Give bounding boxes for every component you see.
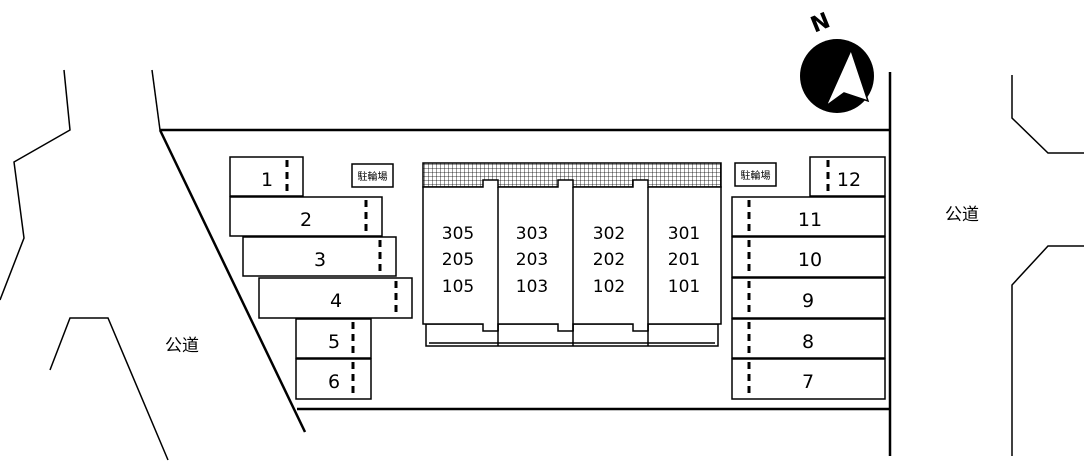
parking-stall-number: 2 xyxy=(300,209,312,231)
parking-stall: 11 xyxy=(731,196,886,237)
unit-column: 302 202 102 xyxy=(593,224,625,297)
bike-parking-label-left: 駐輪場 xyxy=(358,170,388,183)
unit-number: 105 xyxy=(442,277,474,297)
unit-number: 303 xyxy=(516,224,548,244)
parking-stall-number: 12 xyxy=(837,169,861,191)
parking-stall-number: 4 xyxy=(330,290,342,312)
north-compass: N xyxy=(800,8,874,113)
parking-left: 1 2 3 4 5 6 xyxy=(229,156,413,400)
parking-stall-number: 9 xyxy=(802,290,814,312)
parking-stall: 10 xyxy=(731,236,886,278)
parking-stall-number: 6 xyxy=(328,371,340,393)
bike-parking-label-right: 駐輪場 xyxy=(741,169,771,182)
parking-stall: 9 xyxy=(731,277,886,319)
parking-stall-number: 11 xyxy=(798,209,822,231)
bike-parking-right: 駐輪場 xyxy=(734,162,777,187)
unit-column: 303 203 103 xyxy=(516,224,548,297)
parking-stall: 3 xyxy=(242,236,397,277)
unit-number: 102 xyxy=(593,277,625,297)
parking-stall-number: 10 xyxy=(798,249,822,271)
road-label-left: 公道 xyxy=(165,336,199,356)
north-arrow-icon xyxy=(824,47,870,109)
site-boundary xyxy=(158,72,892,456)
parking-stall: 1 xyxy=(229,156,304,197)
unit-column: 305 205 105 xyxy=(442,224,474,297)
unit-number: 103 xyxy=(516,277,548,297)
parking-right: 12 11 10 9 8 7 xyxy=(731,156,886,400)
parking-stall: 8 xyxy=(731,318,886,359)
parking-stall: 2 xyxy=(229,196,383,237)
parking-stall-number: 7 xyxy=(802,371,814,393)
road-outlines xyxy=(0,69,1084,461)
unit-number: 302 xyxy=(593,224,625,244)
parking-stall-number: 1 xyxy=(261,169,273,191)
parking-stall-number: 3 xyxy=(314,249,326,271)
bike-parking-left: 駐輪場 xyxy=(351,163,394,188)
parking-stall: 5 xyxy=(295,318,372,359)
parking-stall-number: 5 xyxy=(328,331,340,353)
north-label: N xyxy=(807,8,833,38)
parking-stall: 7 xyxy=(731,358,886,400)
unit-number: 201 xyxy=(668,250,700,270)
parking-stall-number: 8 xyxy=(802,331,814,353)
unit-number: 203 xyxy=(516,250,548,270)
unit-number: 101 xyxy=(668,277,700,297)
parking-stall: 12 xyxy=(809,156,886,197)
parking-stall: 4 xyxy=(258,277,413,319)
unit-number: 301 xyxy=(668,224,700,244)
unit-number: 205 xyxy=(442,250,474,270)
unit-number: 305 xyxy=(442,224,474,244)
parking-stall: 6 xyxy=(295,358,372,400)
unit-number: 202 xyxy=(593,250,625,270)
unit-column: 301 201 101 xyxy=(668,224,700,297)
apartment-building: 305 205 105 303 203 103 302 202 102 301 … xyxy=(422,162,722,347)
road-label-right: 公道 xyxy=(945,205,979,225)
